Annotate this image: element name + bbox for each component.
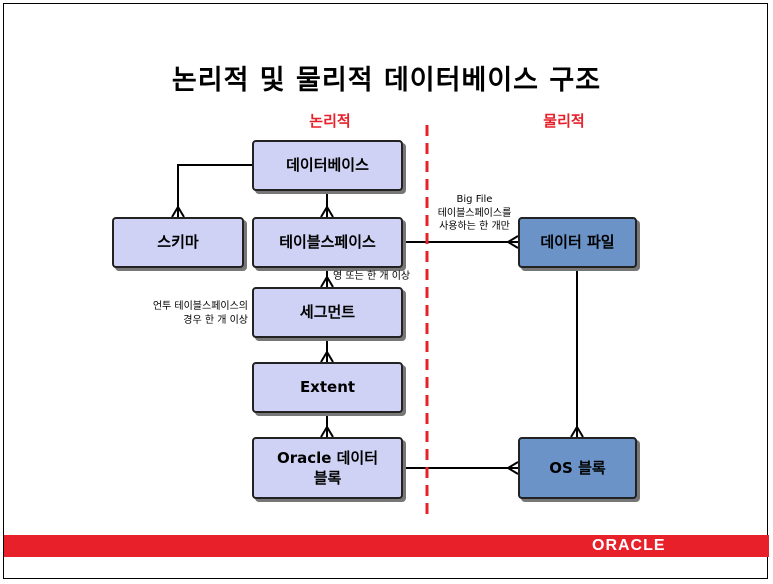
datafile-crowfoot — [506, 235, 519, 249]
osblock-crowfoot-top — [570, 425, 584, 438]
database-box: 데이터베이스 — [252, 140, 403, 191]
oracle-logo: ORACLE — [592, 537, 666, 554]
bigfile-note: Big File 테이블스페이스를 사용하는 한 개만 — [432, 193, 517, 234]
oracle-block-line2: 블록 — [313, 469, 342, 487]
bigfile-note-line3: 사용하는 한 개만 — [439, 221, 510, 232]
tablespace-box: 테이블스페이스 — [252, 217, 403, 268]
logical-section-label: 논리적 — [309, 112, 351, 130]
slide-title: 논리적 및 물리적 데이터베이스 구조 — [171, 65, 602, 96]
bigfile-note-line2: 테이블스페이스를 — [437, 207, 512, 219]
partitioned-note-line1: 언투 테이블스페이스의 — [152, 301, 248, 312]
schema-box: 스키마 — [112, 217, 244, 268]
osblock-crowfoot-left — [506, 461, 519, 475]
zero-or-more-note: 영 또는 한 개 이상 — [333, 271, 411, 282]
footer-bar — [4, 535, 769, 557]
extent-box: Extent — [252, 362, 403, 413]
oracle-block-box: Oracle 데이터 블록 — [252, 437, 403, 499]
tablespace-crowfoot — [320, 205, 334, 218]
extent-crowfoot — [320, 350, 334, 363]
segment-crowfoot — [320, 275, 334, 288]
partitioned-note: 언투 테이블스페이스의 경우 한 개 이상 — [138, 300, 248, 327]
schema-crowfoot — [171, 205, 185, 218]
datafile-box: 데이터 파일 — [518, 217, 637, 268]
oracle-block-line1: Oracle 데이터 — [276, 448, 379, 467]
physical-section-label: 물리적 — [543, 112, 585, 130]
bigfile-note-line1: Big File — [456, 194, 493, 205]
oracleblock-crowfoot — [320, 425, 334, 438]
os-block-box: OS 블록 — [518, 437, 637, 499]
partitioned-note-line2: 경우 한 개 이상 — [183, 314, 248, 326]
segment-box: 세그먼트 — [252, 287, 403, 338]
slide-frame — [3, 3, 768, 579]
database-schema-connector — [177, 164, 252, 217]
